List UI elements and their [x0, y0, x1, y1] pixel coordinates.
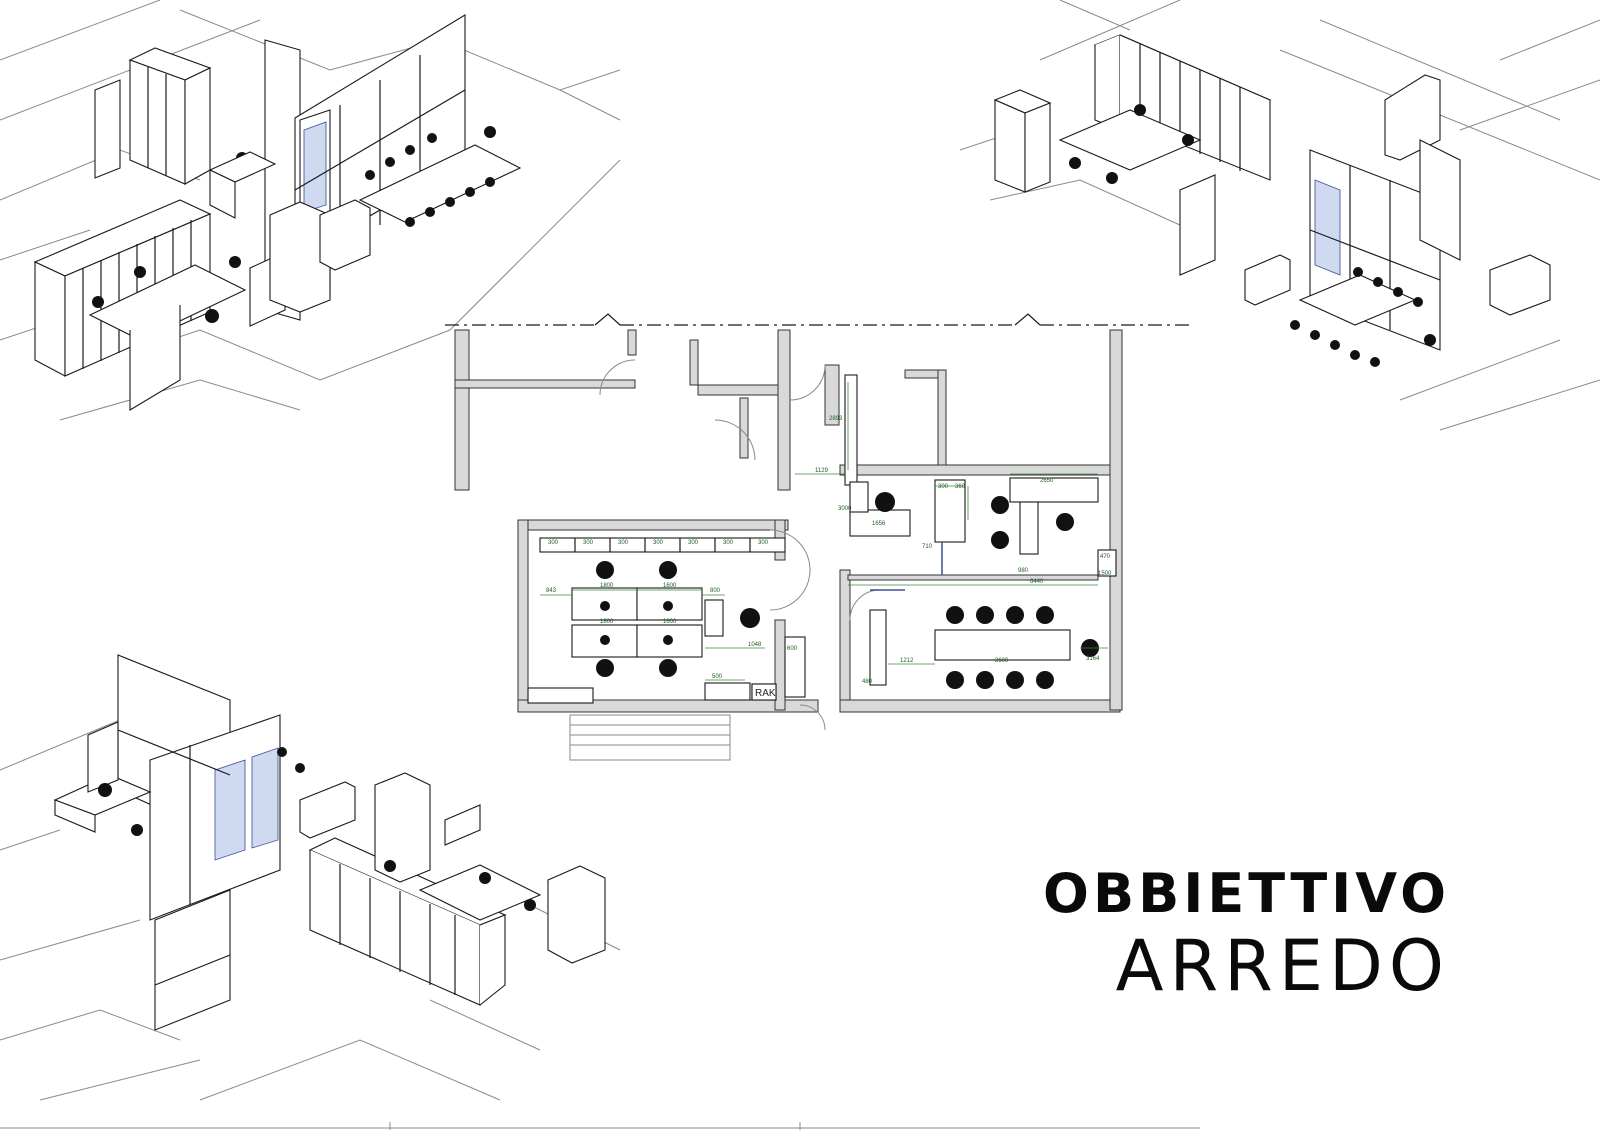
isometric-view-bottom-left [0, 654, 621, 1101]
dim-label: 470 [1100, 554, 1111, 560]
dim-label: 1212 [900, 658, 914, 664]
dim-label: 300 [938, 484, 949, 490]
dimension-lines [540, 382, 1108, 681]
dim-label: 300 [758, 540, 769, 546]
desk-cluster [571, 587, 703, 658]
dim-label: 800 [710, 588, 721, 594]
dim-label: 1800 [600, 619, 614, 625]
dim-label: 480 [862, 679, 873, 685]
storage-row [539, 537, 786, 553]
dim-label: 1500 [1098, 571, 1112, 577]
dim-label: 300 [653, 540, 664, 546]
dim-label: 3000 [838, 506, 852, 512]
isometric-view-top-right [959, 0, 1600, 431]
dim-label: 600 [787, 646, 798, 652]
brand-title-line1: Obbiettivo [1043, 862, 1450, 925]
rack-label: RAK [755, 688, 776, 699]
meeting-chairs [946, 606, 1099, 689]
dim-label: 1800 [600, 583, 614, 589]
rack-box [751, 683, 777, 701]
plan-walls [454, 329, 1123, 713]
dim-label: 710 [922, 544, 933, 550]
dim-label: 980 [1018, 568, 1029, 574]
brand-title-line2: ARREDO [1115, 925, 1450, 1007]
dim-label: 1600 [663, 583, 677, 589]
dim-label: 3164 [1086, 656, 1100, 662]
dim-label: 2650 [1040, 478, 1054, 484]
dim-label: 1048 [748, 642, 762, 648]
meeting-table [869, 609, 1071, 686]
isometric-view-top-left [0, 0, 621, 421]
dim-label: 500 [712, 674, 723, 680]
dim-label: 843 [546, 588, 557, 594]
floor-plan: 300 300 300 300 300 300 300 843 1800 160… [445, 313, 1190, 761]
desk-chairs [596, 561, 760, 677]
dim-label: 6440 [1030, 579, 1044, 585]
dim-label: 300 [723, 540, 734, 546]
dim-label: 300 [548, 540, 559, 546]
dim-label: 300 [583, 540, 594, 546]
dim-label: 1656 [872, 521, 886, 527]
dim-label: 300 [618, 540, 629, 546]
dim-label: 360 [955, 484, 966, 490]
dim-label: 1129 [815, 468, 829, 474]
dim-label: 300 [688, 540, 699, 546]
dim-label: 1600 [663, 619, 677, 625]
dim-label: 2600 [995, 658, 1009, 664]
dim-label: 2893 [829, 416, 843, 422]
dimension-labels: 300 300 300 300 300 300 300 843 1800 160… [546, 416, 1112, 685]
